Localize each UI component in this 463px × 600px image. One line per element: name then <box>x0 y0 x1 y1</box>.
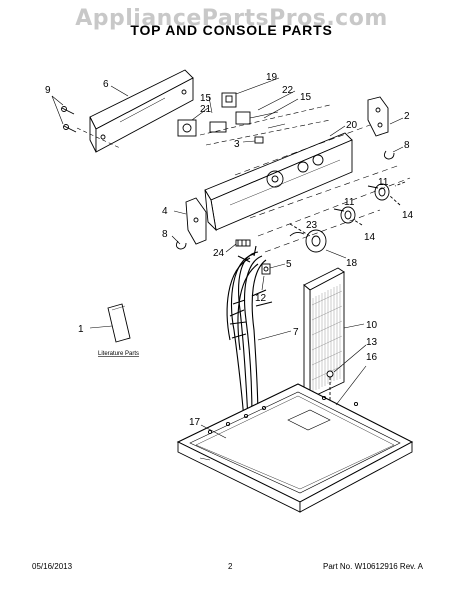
literature-parts-label: Literature Parts <box>98 351 139 357</box>
literature-parts <box>107 303 131 343</box>
callout-15-right: 15 <box>300 92 312 103</box>
callout-6: 6 <box>103 79 109 90</box>
footer-page-number: 2 <box>228 562 233 571</box>
knob-axis-lines <box>234 124 411 253</box>
callout-7: 7 <box>293 327 299 338</box>
clip-8-left <box>175 240 187 250</box>
callout-11-upper: 11 <box>378 177 389 188</box>
rear-panel <box>89 69 194 153</box>
clip-8-right <box>383 150 395 160</box>
page-title: TOP AND CONSOLE PARTS <box>130 22 333 38</box>
callout-5: 5 <box>286 259 292 270</box>
callout-22: 22 <box>282 85 294 96</box>
callout-23: 23 <box>306 220 318 231</box>
callout-3: 3 <box>234 139 240 150</box>
callout-24: 24 <box>213 248 225 259</box>
callout-14-left: 14 <box>364 232 376 243</box>
console <box>204 132 353 232</box>
screw-group-9 <box>51 95 121 149</box>
footer-part-number: Part No. W10612916 Rev. A <box>323 562 423 571</box>
knobs <box>289 181 406 253</box>
seal-23 <box>289 231 305 237</box>
callout-18: 18 <box>346 258 358 269</box>
watermark: AppliancePartsPros.com <box>75 6 388 31</box>
control-switches <box>177 92 331 146</box>
end-cap-left <box>185 197 207 245</box>
top-panel <box>176 383 414 513</box>
callout-15-left: 15 <box>200 93 212 104</box>
callout-16: 16 <box>366 352 378 363</box>
terminal-5 <box>261 263 271 275</box>
callout-8-left: 8 <box>162 229 168 240</box>
callout-numbers: 6 9 19 22 15 15 21 3 20 2 8 11 11 14 14 … <box>45 72 414 428</box>
wire-harness <box>226 245 273 421</box>
callout-10: 10 <box>366 320 378 331</box>
callout-11-lower: 11 <box>344 197 355 208</box>
lint-screen <box>303 267 345 399</box>
callout-1: 1 <box>78 324 84 335</box>
footer-date: 05/16/2013 <box>32 562 73 571</box>
callout-2: 2 <box>404 111 410 122</box>
callout-21: 21 <box>200 104 212 115</box>
callout-8-right: 8 <box>404 140 410 151</box>
end-cap-right <box>367 96 389 137</box>
callout-17: 17 <box>189 417 201 428</box>
lint-screen-mesh <box>311 284 343 392</box>
leader-lines <box>89 77 404 439</box>
callout-13: 13 <box>366 337 378 348</box>
callout-12: 12 <box>255 293 267 304</box>
callout-20: 20 <box>346 120 358 131</box>
connector-24 <box>235 239 251 247</box>
screw-13 <box>326 370 334 400</box>
callout-4: 4 <box>162 206 168 217</box>
callout-9: 9 <box>45 85 51 96</box>
callout-19: 19 <box>266 72 278 83</box>
callout-14-right: 14 <box>402 210 414 221</box>
